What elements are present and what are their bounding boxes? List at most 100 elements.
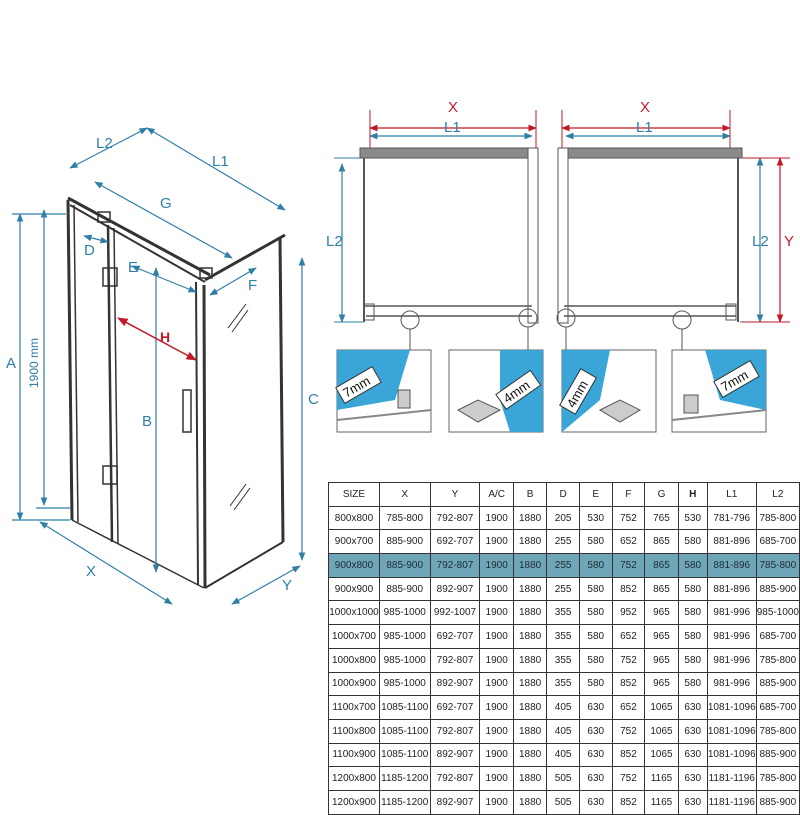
- table-cell: 785-800: [755, 647, 800, 673]
- table-cell: 1900: [479, 742, 514, 768]
- table-cell: 1900: [479, 553, 514, 578]
- table-cell: 1000x800: [328, 647, 380, 673]
- table-cell: 965: [644, 647, 679, 673]
- table-cell: 852: [611, 742, 646, 768]
- table-cell: 1085-1100: [378, 695, 431, 720]
- table-cell: 1880: [512, 671, 548, 697]
- plan-right-label-x: X: [640, 99, 650, 116]
- table-cell: 1100x700: [328, 695, 380, 720]
- table-cell: 355: [546, 624, 580, 649]
- table-cell: 752: [611, 647, 646, 673]
- table-cell: 981-996: [706, 600, 757, 626]
- table-cell: 985-1000: [755, 600, 800, 626]
- detail-box-2: 4mm: [448, 349, 544, 433]
- table-cell: 852: [611, 576, 646, 602]
- table-cell: 1900: [479, 505, 514, 531]
- table-cell: 1880: [512, 600, 548, 626]
- table-cell: 752: [611, 718, 646, 744]
- table-cell: 1900: [479, 671, 514, 697]
- table-cell: 985-1000: [378, 600, 431, 626]
- table-header-cell: A/C: [479, 482, 514, 507]
- label-h: H: [160, 329, 170, 345]
- table-cell: 785-800: [755, 553, 800, 578]
- table-cell: 1165: [644, 766, 679, 791]
- label-f: F: [248, 277, 257, 294]
- table-header-cell: H: [677, 482, 708, 507]
- table-cell: 765: [644, 505, 679, 531]
- table-cell: 505: [546, 789, 580, 815]
- label-b: B: [142, 413, 152, 430]
- table-cell: 892-907: [429, 576, 481, 602]
- table-cell: 900x700: [328, 529, 380, 555]
- plan-left-label-l1: L1: [444, 119, 461, 136]
- table-cell: 981-996: [706, 647, 757, 673]
- table-cell: 405: [546, 718, 580, 744]
- table-cell: 580: [578, 553, 613, 578]
- table-cell: 652: [611, 624, 646, 649]
- table-cell: 692-707: [429, 695, 481, 720]
- table-cell: 885-900: [378, 529, 431, 555]
- table-cell: 1085-1100: [378, 718, 431, 744]
- table-cell: 885-900: [378, 553, 431, 578]
- table-cell: 981-996: [706, 624, 757, 649]
- table-cell: 885-900: [755, 742, 800, 768]
- table-cell: 752: [611, 505, 646, 531]
- table-cell: 630: [578, 789, 613, 815]
- table-header-cell: L1: [706, 482, 757, 507]
- table-cell: 881-896: [706, 553, 757, 578]
- table-cell: 985-1000: [378, 647, 431, 673]
- table-cell: 630: [578, 766, 613, 791]
- table-cell: 881-896: [706, 529, 757, 555]
- table-header-cell: F: [611, 482, 646, 507]
- detail-box-4: 7mm: [671, 349, 767, 433]
- table-header-cell: G: [644, 482, 679, 507]
- table-cell: 630: [677, 718, 708, 744]
- table-cell: 355: [546, 647, 580, 673]
- enclosure-3d-view: [66, 196, 286, 589]
- table-header-cell: E: [578, 482, 613, 507]
- plan-view-left: [334, 110, 539, 350]
- table-cell: 1081-1096: [706, 695, 757, 720]
- table-cell: 885-900: [755, 671, 800, 697]
- table-cell: 580: [578, 647, 613, 673]
- table-cell: 580: [677, 576, 708, 602]
- table-cell: 1880: [512, 695, 548, 720]
- label-d: D: [84, 242, 95, 259]
- table-cell: 1085-1100: [378, 742, 431, 768]
- table-cell: 965: [644, 624, 679, 649]
- table-cell: 881-896: [706, 576, 757, 602]
- label-g: G: [160, 195, 172, 212]
- label-height-mm: 1900 mm: [27, 338, 41, 388]
- table-cell: 505: [546, 766, 580, 791]
- label-e: E: [128, 259, 138, 276]
- table-cell: 781-796: [706, 505, 757, 531]
- table-cell: 1900: [479, 695, 514, 720]
- table-cell: 1065: [644, 742, 679, 768]
- table-cell: 1880: [512, 742, 548, 768]
- table-cell: 1185-1200: [378, 789, 431, 815]
- table-cell: 885-900: [755, 789, 800, 815]
- table-cell: 1081-1096: [706, 718, 757, 744]
- plan-left-label-x: X: [448, 99, 458, 116]
- table-cell: 1900: [479, 600, 514, 626]
- plan-left-label-l2: L2: [326, 233, 343, 250]
- table-cell: 1880: [512, 505, 548, 531]
- table-cell: 865: [644, 553, 679, 578]
- table-cell: 1880: [512, 647, 548, 673]
- table-cell: 630: [578, 742, 613, 768]
- table-cell: 785-800: [755, 505, 800, 531]
- table-cell: 885-900: [755, 576, 800, 602]
- table-cell: 652: [611, 529, 646, 555]
- table-cell: 1165: [644, 789, 679, 815]
- table-cell: 852: [611, 789, 646, 815]
